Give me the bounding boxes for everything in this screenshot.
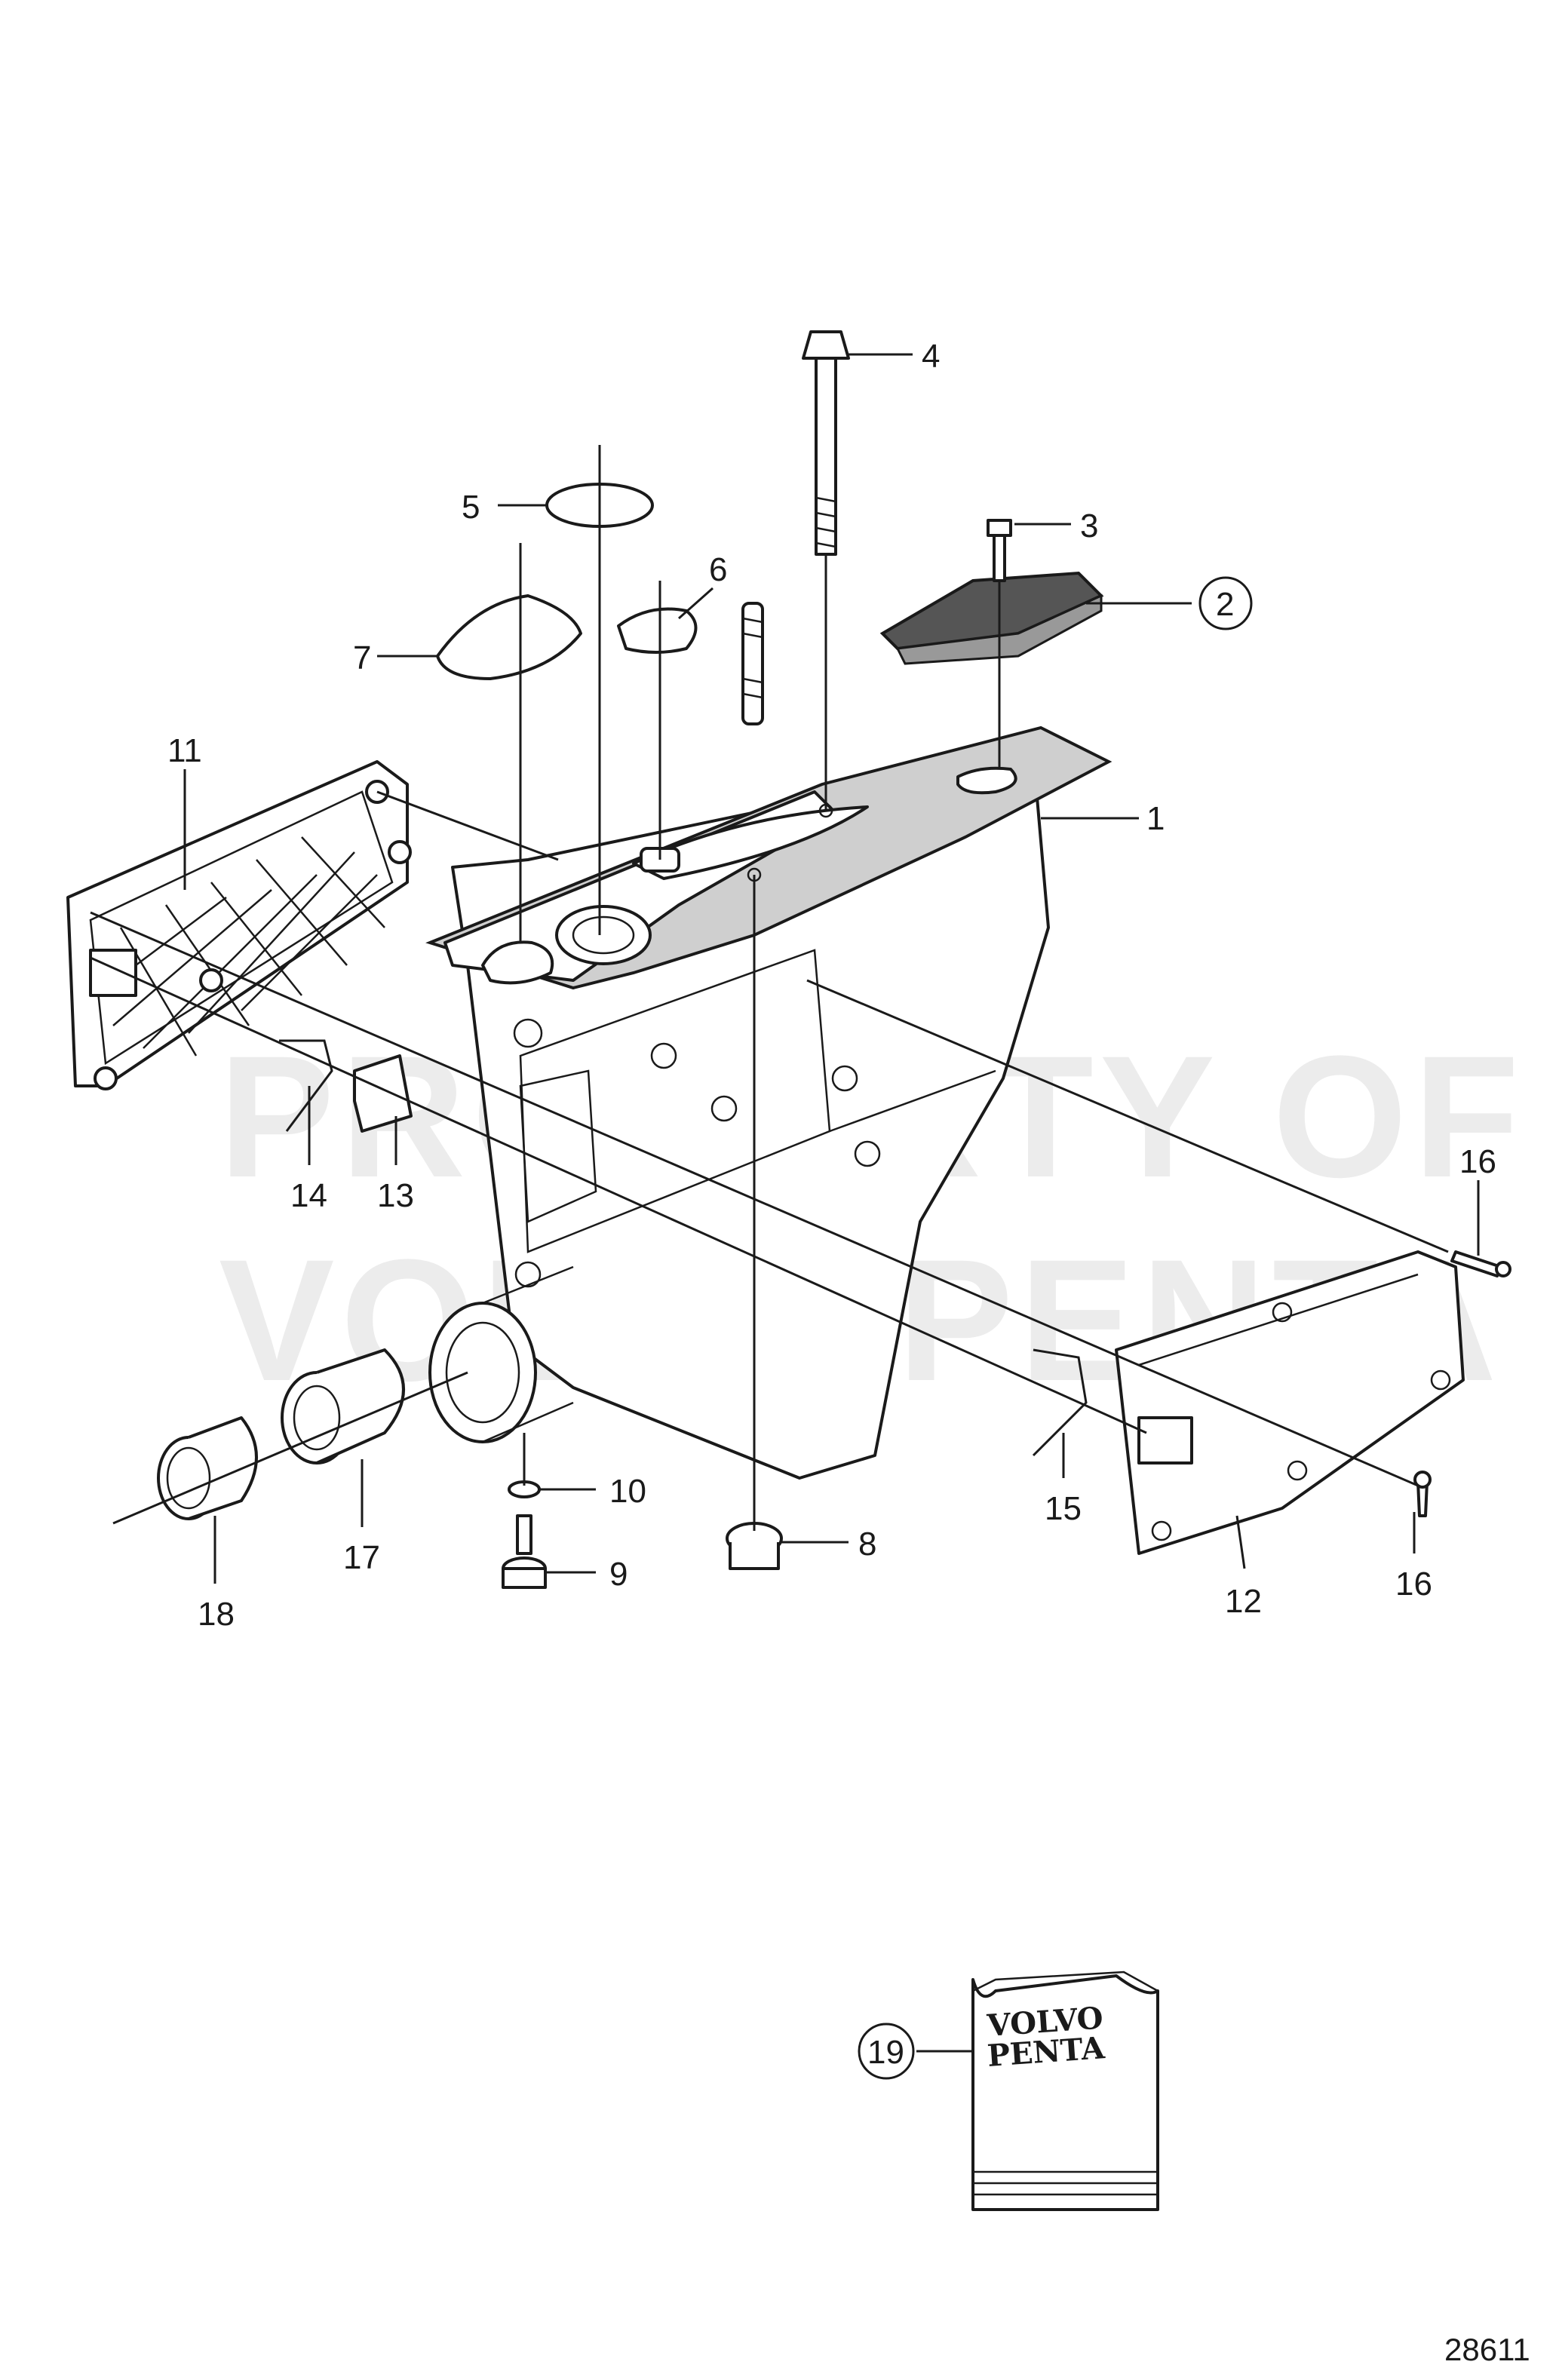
- leader-lines: [90, 353, 1480, 2053]
- screw-upper: [1450, 1250, 1511, 1277]
- callout-8: 8: [858, 1526, 876, 1563]
- shim: [353, 1054, 413, 1133]
- cover-plate-right: [1115, 1250, 1465, 1555]
- callout-5: 5: [462, 489, 480, 526]
- callout-labels: 1 2 3 4 5 6 7 8 9 10 11 12 13 14 15 16 1…: [167, 338, 1496, 2080]
- callout-1: 1: [1146, 800, 1165, 837]
- callout-4: 4: [922, 338, 940, 375]
- seal-large: [436, 594, 582, 680]
- kit-brand-line-1: VOLVO: [985, 2000, 1104, 2044]
- stud: [741, 602, 764, 725]
- callout-16-lower: 16: [1395, 1566, 1432, 1603]
- callout-16-upper: 16: [1459, 1143, 1496, 1180]
- callout-15: 15: [1045, 1490, 1082, 1527]
- drain-plug: [502, 1514, 547, 1589]
- callout-17: 17: [343, 1539, 380, 1576]
- nut: [726, 1522, 783, 1570]
- bearing: [281, 1348, 405, 1464]
- anode: [879, 571, 1104, 665]
- callout-13: 13: [377, 1177, 414, 1214]
- callout-19: 19: [867, 2034, 904, 2071]
- callout-19-circle: [858, 2023, 915, 2080]
- callout-10: 10: [609, 1473, 646, 1510]
- kit-brand-line-2: PENTA: [986, 2030, 1106, 2074]
- seal-sleeve: [157, 1416, 258, 1520]
- kit-package: VOLVO PENTA: [971, 1971, 1159, 2211]
- callout-12: 12: [1225, 1583, 1262, 1620]
- long-bolt: [802, 330, 850, 556]
- callout-9: 9: [609, 1556, 628, 1593]
- callout-3: 3: [1080, 508, 1098, 544]
- drawing-number: 28611: [1444, 2332, 1530, 2367]
- seal-small: [617, 607, 698, 654]
- callout-6: 6: [709, 551, 727, 588]
- callout-2-circle: [1198, 576, 1253, 630]
- cover-plate-left: [66, 760, 412, 1090]
- callout-2: 2: [1216, 586, 1234, 623]
- callout-18: 18: [198, 1596, 235, 1633]
- callout-7: 7: [353, 639, 371, 676]
- callout-14: 14: [290, 1177, 327, 1214]
- callout-11: 11: [167, 732, 202, 769]
- anode-screw: [987, 519, 1012, 582]
- clip-right: [1032, 1348, 1088, 1457]
- screw-lower: [1413, 1471, 1432, 1517]
